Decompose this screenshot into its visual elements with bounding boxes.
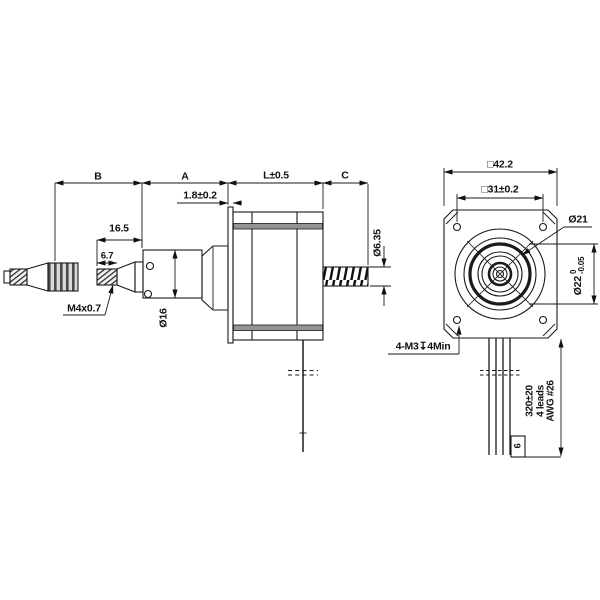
m4-threaded-stub (96, 261, 144, 293)
front-lead-wires (480, 338, 520, 455)
front-view (388, 168, 598, 458)
flange-outline (443, 209, 558, 339)
dim-label-l: L±0.5 (263, 169, 289, 182)
side-lead-wire (288, 340, 318, 452)
dim-label-strip-length: 6 (512, 443, 524, 449)
motor-body-side (227, 206, 324, 344)
dim-label-screw-diameter: Ø6.35 (371, 229, 384, 257)
lead-length: 320±20 (524, 385, 536, 417)
dim-label-nose-length: 16.5 (109, 222, 129, 235)
label-lead-wire-spec: 320±20 4 leads AWG #26 (524, 380, 557, 422)
dim-label-boss-diameter: Ø21 (568, 213, 588, 226)
side-view (3, 180, 391, 452)
label-mount-holes-spec: 4-M3↧4Min (395, 340, 451, 353)
front-boss (201, 245, 229, 311)
pilot-tolerance-stack: 0 -0.05 (569, 256, 586, 274)
dim-label-square-size: □42.2 (487, 158, 513, 171)
dim-label-a: A (181, 170, 189, 183)
dim-label-c: C (341, 169, 349, 182)
concentric-circles (454, 228, 546, 320)
dim-label-flange-thickness: 1.8±0.2 (183, 189, 217, 202)
dim-label-nose-diameter: Ø16 (157, 308, 170, 328)
lead-gauge: AWG #26 (545, 380, 557, 422)
dim-label-thread-length: 6.7 (100, 250, 114, 262)
dim-label-pilot-diameter: Ø22 0 -0.05 (569, 256, 586, 296)
knurled-end-fitting (3, 262, 79, 292)
pilot-diameter-value: Ø22 (571, 276, 584, 296)
label-thread-spec: M4x0.7 (67, 302, 101, 315)
dim-label-bolt-spacing: □31±0.2 (481, 183, 519, 196)
bolt-holes (452, 222, 548, 325)
lead-screw (322, 266, 369, 287)
dim-label-b: B (94, 170, 102, 183)
nose-cylinder (142, 249, 203, 299)
pilot-tol-lower: -0.05 (577, 256, 586, 274)
